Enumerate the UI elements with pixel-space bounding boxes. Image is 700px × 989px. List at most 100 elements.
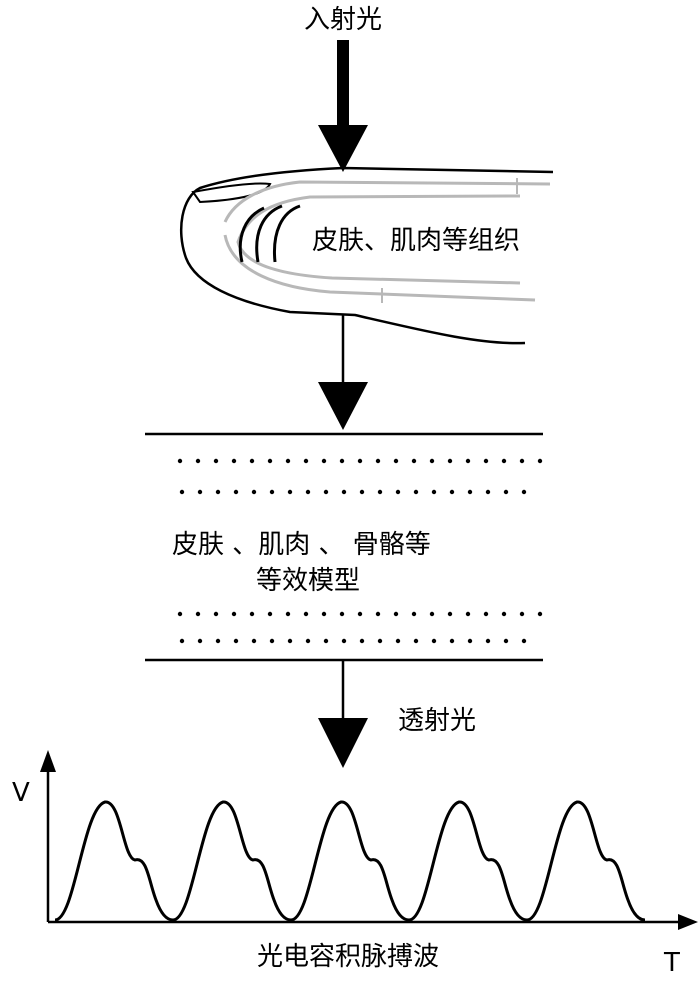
transmitted-light-arrow <box>318 660 368 768</box>
model-dot <box>215 638 221 644</box>
model-dot <box>305 489 311 495</box>
model-dot <box>341 638 347 644</box>
model-dot <box>323 638 329 644</box>
model-dot <box>377 489 383 495</box>
model-dot <box>177 458 183 464</box>
model-dot <box>339 611 345 617</box>
model-dot <box>249 611 255 617</box>
model-dot <box>431 489 437 495</box>
model-dot <box>213 611 219 617</box>
ppg-waveform <box>54 800 646 922</box>
model-dot <box>485 638 491 644</box>
model-dot <box>377 638 383 644</box>
model-dot <box>249 458 255 464</box>
model-dot <box>251 489 257 495</box>
tissue-label: 皮肤、肌肉等组织 <box>312 226 521 256</box>
model-dot <box>431 638 437 644</box>
model-dot-rows <box>177 458 543 644</box>
model-dot <box>465 458 471 464</box>
v-axis-arrowhead <box>40 750 56 772</box>
model-dot <box>537 458 543 464</box>
model-dot <box>215 489 221 495</box>
model-dot <box>233 489 239 495</box>
model-dot <box>231 458 237 464</box>
tissue-arc-3 <box>238 206 265 263</box>
model-dot <box>285 611 291 617</box>
model-dot <box>429 458 435 464</box>
model-dot <box>519 611 525 617</box>
model-dot <box>357 458 363 464</box>
model-dot <box>287 638 293 644</box>
model-dot <box>303 611 309 617</box>
model-dot <box>231 611 237 617</box>
model-dot <box>197 638 203 644</box>
finger-to-model-arrow <box>318 315 368 430</box>
model-dot <box>429 611 435 617</box>
model-dot <box>465 611 471 617</box>
finger-illustration <box>179 166 554 345</box>
v-axis-label: V <box>12 778 30 808</box>
incident-light-label: 入射光 <box>303 5 383 35</box>
model-dot <box>483 458 489 464</box>
model-dot <box>449 489 455 495</box>
model-dot <box>179 489 185 495</box>
tissue-arc-2 <box>255 204 283 263</box>
incident-light-arrow <box>318 40 368 172</box>
model-dot <box>341 489 347 495</box>
model-dot <box>359 489 365 495</box>
model-dot <box>449 638 455 644</box>
tissue-gray-inner <box>236 194 521 285</box>
model-dot <box>197 489 203 495</box>
model-dot <box>447 611 453 617</box>
model-dot <box>339 458 345 464</box>
model-dot <box>287 489 293 495</box>
model-label-line2: 等效模型 <box>256 566 361 596</box>
model-dot <box>519 458 525 464</box>
model-dot <box>213 458 219 464</box>
model-dot <box>305 638 311 644</box>
model-dot <box>359 638 365 644</box>
model-dot <box>393 611 399 617</box>
model-dot <box>411 458 417 464</box>
transmitted-light-label: 透射光 <box>398 706 477 736</box>
model-dot <box>267 458 273 464</box>
waveform-axes <box>40 750 698 930</box>
model-dot <box>411 611 417 617</box>
model-dot <box>501 458 507 464</box>
model-dot <box>267 611 273 617</box>
tissue-gray-upper <box>223 180 551 223</box>
model-dot <box>195 611 201 617</box>
model-dot <box>321 611 327 617</box>
fingernail <box>191 182 272 204</box>
tissue-arc-1 <box>272 204 301 263</box>
model-dot <box>503 489 509 495</box>
model-dot <box>395 489 401 495</box>
model-dot <box>251 638 257 644</box>
model-dot <box>503 638 509 644</box>
model-dot <box>233 638 239 644</box>
model-dot <box>357 611 363 617</box>
waveform-caption: 光电容积脉搏波 <box>256 942 440 972</box>
model-dot <box>195 458 201 464</box>
finger-outline <box>179 166 554 345</box>
model-dot <box>467 489 473 495</box>
tissue-gray-lower <box>223 234 536 302</box>
model-dot <box>375 611 381 617</box>
model-dot <box>413 638 419 644</box>
model-dot <box>179 638 185 644</box>
model-dot <box>395 638 401 644</box>
model-dot <box>303 458 309 464</box>
model-dot <box>413 489 419 495</box>
model-dot <box>467 638 473 644</box>
model-dot <box>321 458 327 464</box>
model-dot <box>521 489 527 495</box>
model-dot <box>501 611 507 617</box>
t-axis-arrowhead <box>678 914 698 930</box>
model-dot <box>177 611 183 617</box>
model-dot <box>285 458 291 464</box>
model-dot <box>537 611 543 617</box>
model-label-line1: 皮肤 、肌肉 、 骨骼等 <box>172 530 431 560</box>
model-dot <box>485 489 491 495</box>
model-dot <box>393 458 399 464</box>
